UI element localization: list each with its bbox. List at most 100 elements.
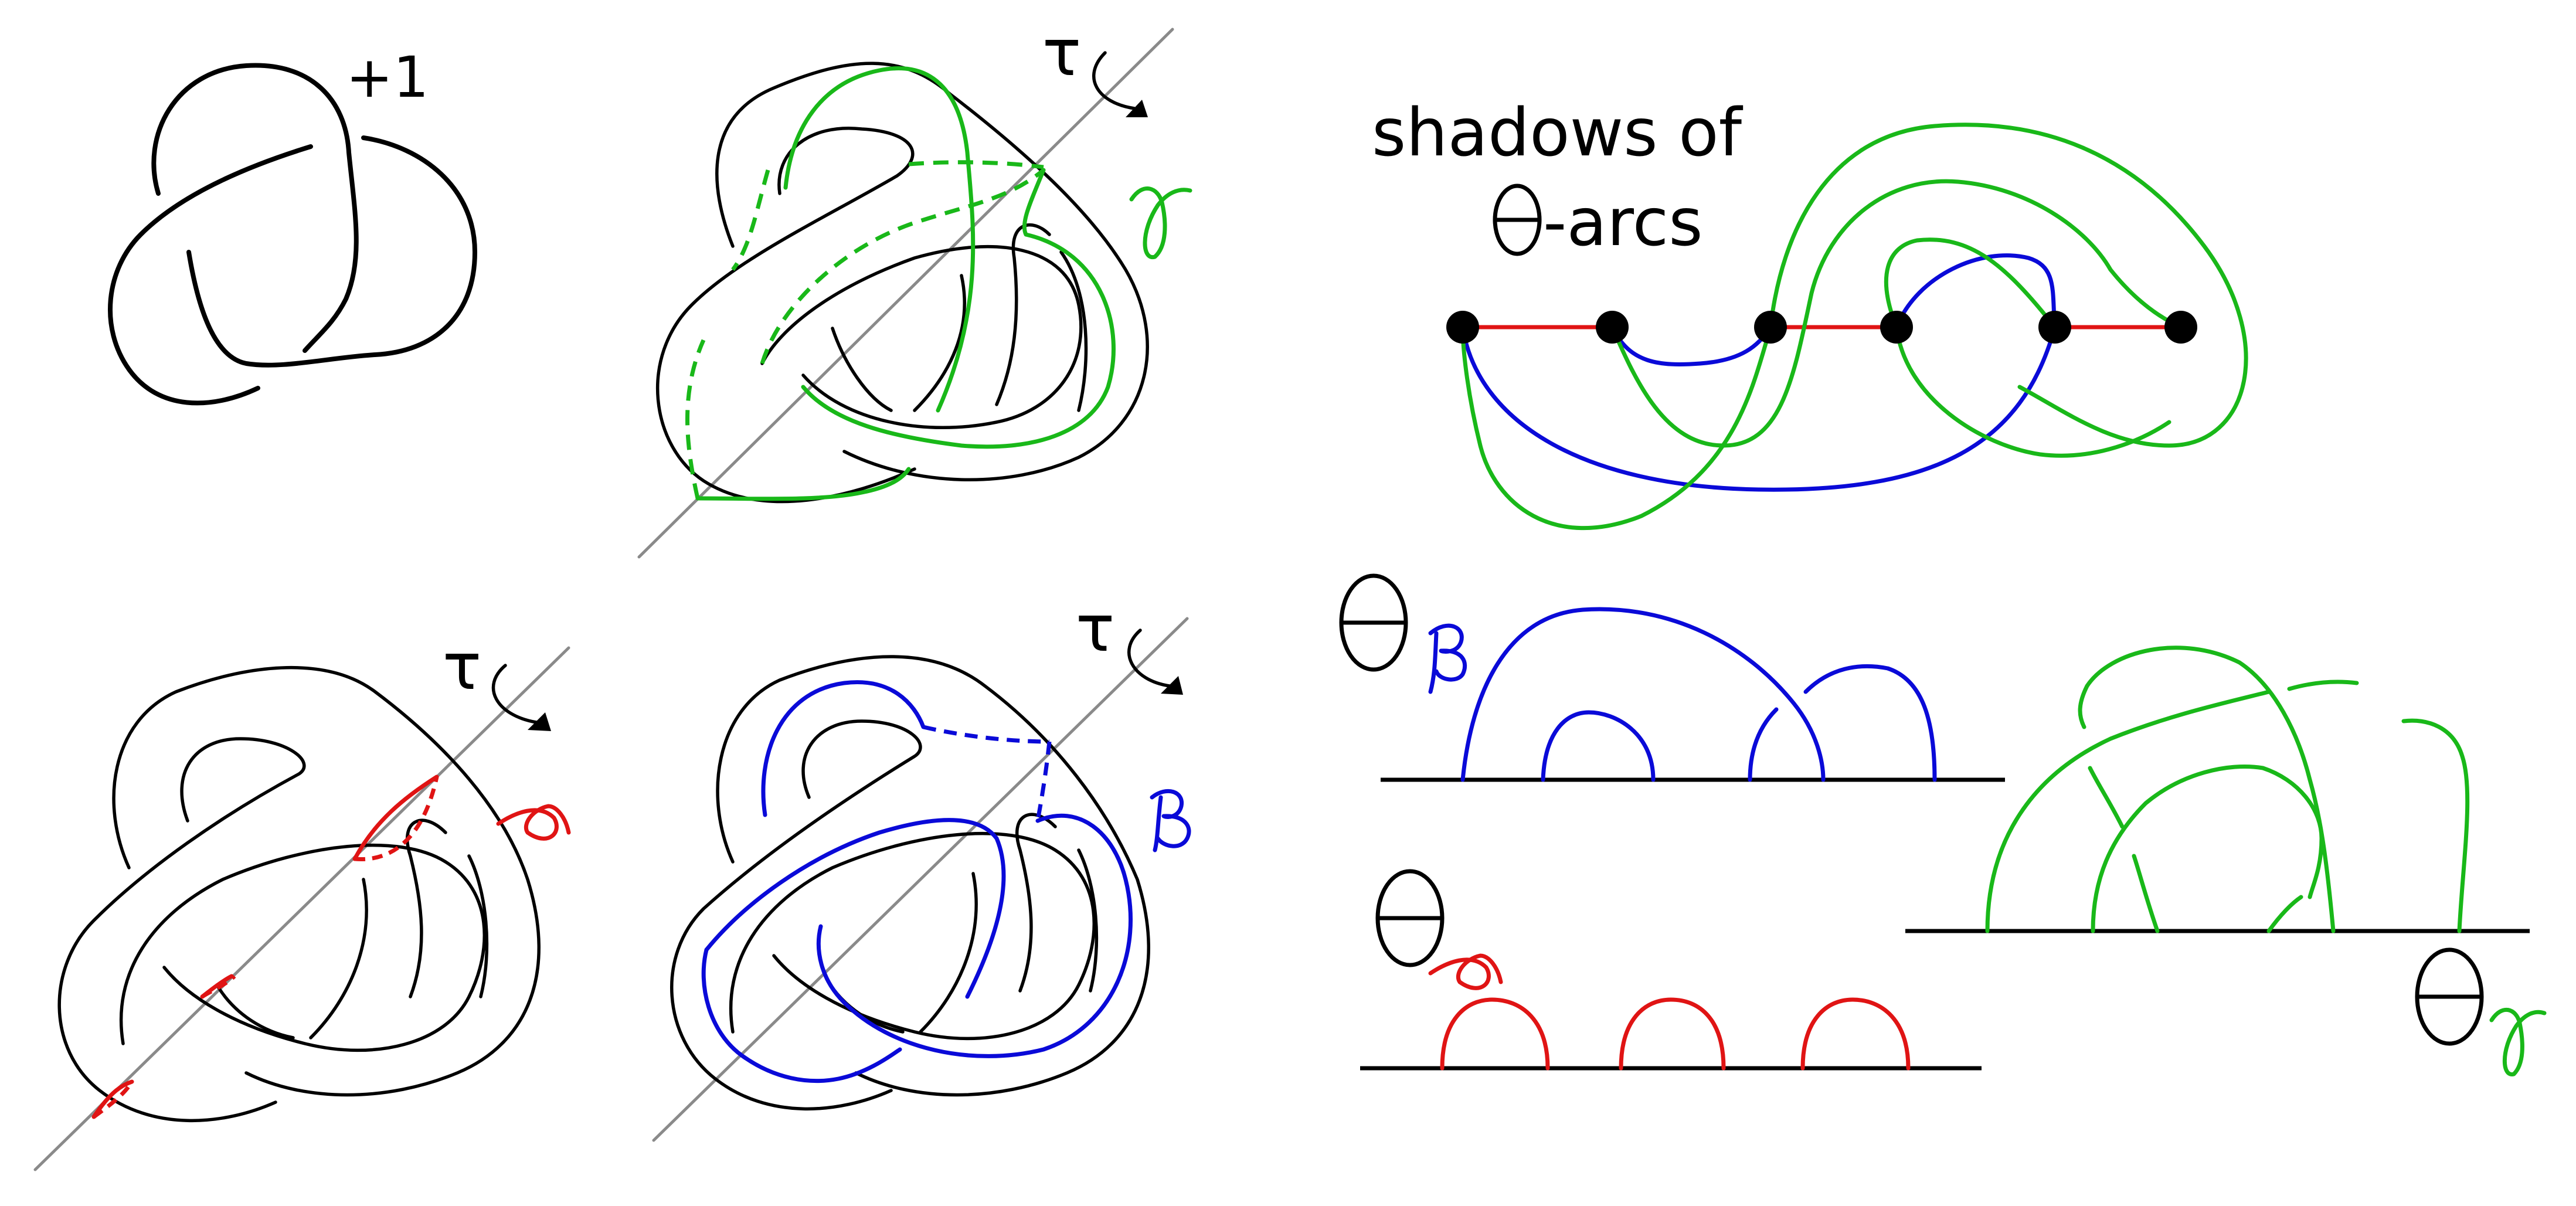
theta-alpha-panel [1360, 869, 1982, 1071]
gamma-planar-arc-5 [2266, 895, 2303, 933]
shadow-green-arc-2 [1460, 325, 1773, 531]
symmetry-axis-2 [33, 646, 570, 1171]
knot4-finger-3 [406, 818, 447, 998]
gamma-planar-arc-7 [2401, 718, 2470, 933]
gamma-arc-dashed-1 [731, 169, 770, 271]
beta-glyph-small [1428, 623, 1467, 694]
beta-arc-dashed-1 [923, 725, 1050, 744]
beta-planar-arc-2 [1541, 710, 1656, 782]
alpha-planar-arc-1 [1440, 997, 1550, 1071]
alpha-planar-arc-3 [1800, 997, 1911, 1071]
gamma-arc-solid-1 [783, 66, 976, 413]
shadow-blue-arc-1 [1610, 325, 1773, 366]
knot2-outer-strand [715, 62, 1149, 482]
knot5-middle-strand [729, 831, 1096, 1041]
theta-glyph-title [1493, 184, 1542, 256]
knot5-outer-strand [716, 655, 1150, 1097]
rotation-arrow-2 [491, 664, 538, 724]
trefoil-arc-1 [151, 63, 359, 353]
shadow-green-arc-1 [1768, 123, 2248, 448]
gamma-planar-arc-8 [2287, 680, 2359, 691]
shadows-title-line2: -arcs [1543, 185, 1703, 261]
tau-label-3: τ [1076, 591, 1114, 666]
knot5-finger-4 [1077, 848, 1099, 993]
knot4-outer-strand [112, 666, 541, 1097]
shadow-node-6 [2164, 311, 2197, 344]
knot2-middle-strand [760, 244, 1083, 430]
rotation-arrowhead-3 [1161, 676, 1183, 695]
alpha-glyph-small [1428, 953, 1503, 990]
beta-arc-dashed-2 [1035, 741, 1052, 821]
alpha-arc-dashed-2 [201, 974, 236, 998]
shadow-node-1 [1446, 311, 1479, 344]
knot4-finger-1 [215, 983, 295, 1039]
beta-planar-arc-3 [1748, 707, 1779, 782]
rotation-arrowhead-1 [1126, 100, 1148, 117]
shadow-node-2 [1596, 311, 1629, 344]
knot2-finger-2 [913, 274, 966, 412]
beta-planar-arc-4 [1803, 664, 1937, 782]
shadows-title-line1: shadows of [1372, 95, 1744, 171]
knot4-loop-strand [57, 737, 306, 1123]
shadow-node-5 [2038, 311, 2071, 344]
tau-label-2: τ [443, 629, 481, 704]
beta-arc-solid-2 [704, 818, 1006, 999]
gamma-planar-arc-3 [2078, 646, 2336, 933]
theta-gamma-panel [1905, 646, 2547, 1076]
beta-arc-solid-4 [739, 1047, 902, 1083]
knot2-finger-3 [995, 223, 1051, 406]
shadow-blue-arc-3 [1460, 325, 2057, 492]
beta-glyph [1150, 789, 1191, 852]
rotation-arrow-3 [1127, 629, 1171, 688]
alpha-planar-arc-2 [1619, 997, 1726, 1071]
alpha-arc-dashed-3 [92, 1081, 134, 1119]
gamma-planar-arc-4 [2132, 854, 2160, 933]
shadows-panel: shadows of -arcs [1372, 95, 2248, 531]
trefoil-arc-3 [186, 135, 477, 368]
rotation-arrow-1 [1092, 51, 1136, 110]
knot5-loop-strand [670, 719, 922, 1111]
shadow-green-arc-3 [1610, 179, 2183, 448]
shadow-green-arc-4 [1894, 325, 2171, 458]
trefoil-arc-2 [108, 144, 313, 406]
gamma-planar-arc-1 [1985, 689, 2271, 933]
rotation-arrowhead-2 [528, 712, 551, 731]
gamma-glyph-small [2489, 1007, 2547, 1076]
alpha-knot-panel: τ [33, 629, 571, 1171]
theta-glyph-gamma [2415, 947, 2484, 1046]
knot4-finger-2 [309, 878, 368, 1039]
knot2-finger-4 [1059, 250, 1088, 412]
beta-arc-solid-3 [816, 813, 1133, 1058]
gamma-planar-arc-2 [2091, 765, 2324, 933]
tau-label-1: τ [1042, 15, 1081, 90]
gamma-arc-dashed-4 [685, 339, 706, 499]
beta-arc-solid-1 [761, 680, 926, 817]
theta-glyph-alpha [1375, 869, 1445, 967]
shadow-blue-arc-2 [1894, 253, 2057, 329]
gamma-glyph [1129, 186, 1192, 260]
gamma-planar-arc-6 [2088, 766, 2125, 829]
knot5-finger-2 [919, 872, 978, 1034]
framing-label: +1 [346, 45, 429, 110]
symmetry-axis-3 [652, 617, 1189, 1142]
shadow-node-3 [1754, 311, 1787, 344]
shadow-node-4 [1880, 311, 1913, 344]
shadow-green-arc-5 [1884, 237, 2057, 329]
symmetry-axis-1 [637, 28, 1174, 559]
gamma-arc-dashed-2 [760, 168, 1045, 365]
knot4-middle-strand [119, 843, 487, 1052]
beta-knot-panel: τ [652, 591, 1191, 1142]
beta-planar-arc-1 [1460, 607, 1826, 782]
gamma-arc-dashed-3 [908, 160, 1044, 169]
trefoil-panel: +1 [108, 45, 477, 406]
knot2-finger-1 [831, 327, 893, 412]
gamma-arc-solid-3 [695, 467, 911, 501]
alpha-arc-solid-1 [352, 774, 439, 861]
beta-arc-solid-5 [701, 947, 744, 1058]
knot5-finger-3 [1015, 813, 1057, 993]
theta-glyph-beta [1339, 573, 1408, 672]
gamma-arc-solid-2 [801, 168, 1116, 449]
alpha-glyph [496, 804, 571, 841]
knot4-finger-4 [467, 854, 489, 998]
